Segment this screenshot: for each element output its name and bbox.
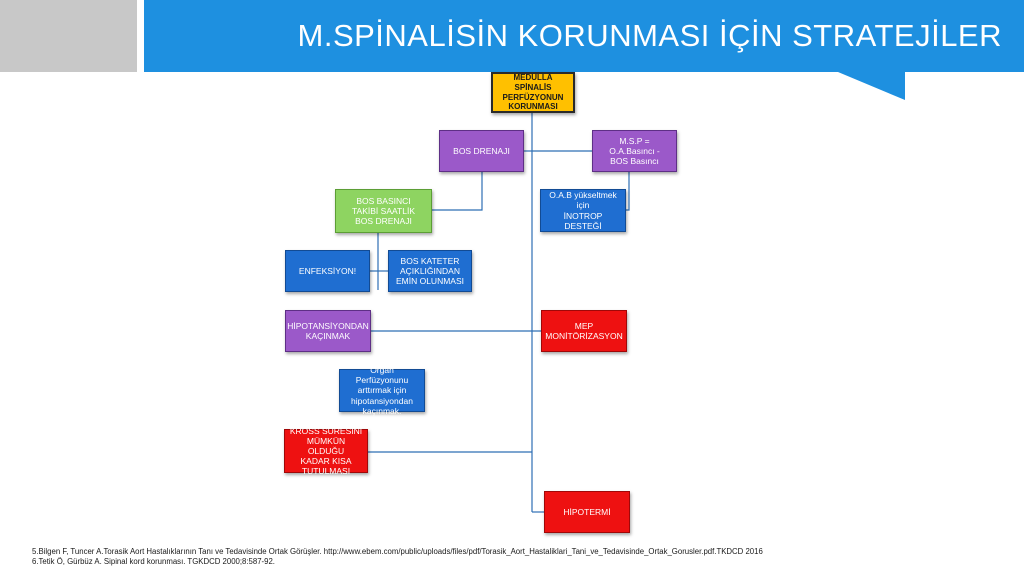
node-organ-perfuzyon: Organ Perfüzyonunu arttırmak için hipota… [339, 365, 425, 416]
node-mep: MEP MONİTÖRİZASYON [541, 310, 627, 352]
title-banner-shape [144, 0, 1024, 100]
node-msp: M.S.P = O.A.Basıncı - BOS Basıncı [592, 130, 677, 172]
footnotes: 5.Bilgen F, Tuncer A.Torasik Aort Hastal… [32, 547, 763, 567]
footnote-6: 6.Tetik Ö, Gürbüz A. Sipinal kord korunm… [32, 557, 275, 567]
node-bos-kateter: BOS KATETER AÇIKLIĞINDAN EMİN OLUNMASI [388, 250, 472, 292]
node-oab-inotrop: O.A.B yükseltmek için İNOTROP DESTEĞİ [540, 189, 626, 232]
node-bos-drenaji: BOS DRENAJI [439, 130, 524, 172]
title-banner [144, 0, 1024, 100]
node-kross: KROSS SÜRESİNİ MÜMKÜN OLDUĞU KADAR KISA … [284, 426, 368, 476]
slide-title: M.SPİNALİSİN KORUNMASI İÇİN STRATEJİLER [297, 18, 1002, 53]
line-msp-oab [626, 172, 630, 211]
line-bos-drenaji-basinci [432, 172, 483, 211]
gray-accent-block [0, 0, 137, 72]
node-hipotermi: HİPOTERMİ [544, 491, 630, 533]
node-bos-basinci: BOS BASINCI TAKİBİ SAATLİK BOS DRENAJI [335, 189, 432, 233]
node-hipotansiyon: HİPOTANSİYONDAN KAÇINMAK [285, 310, 371, 352]
node-enfeksiyon: ENFEKSİYON! [285, 250, 370, 292]
node-root: MEDULLA SPİNALİS PERFÜZYONUN KORUNMASI [491, 72, 575, 113]
footnote-5: 5.Bilgen F, Tuncer A.Torasik Aort Hastal… [32, 547, 763, 556]
